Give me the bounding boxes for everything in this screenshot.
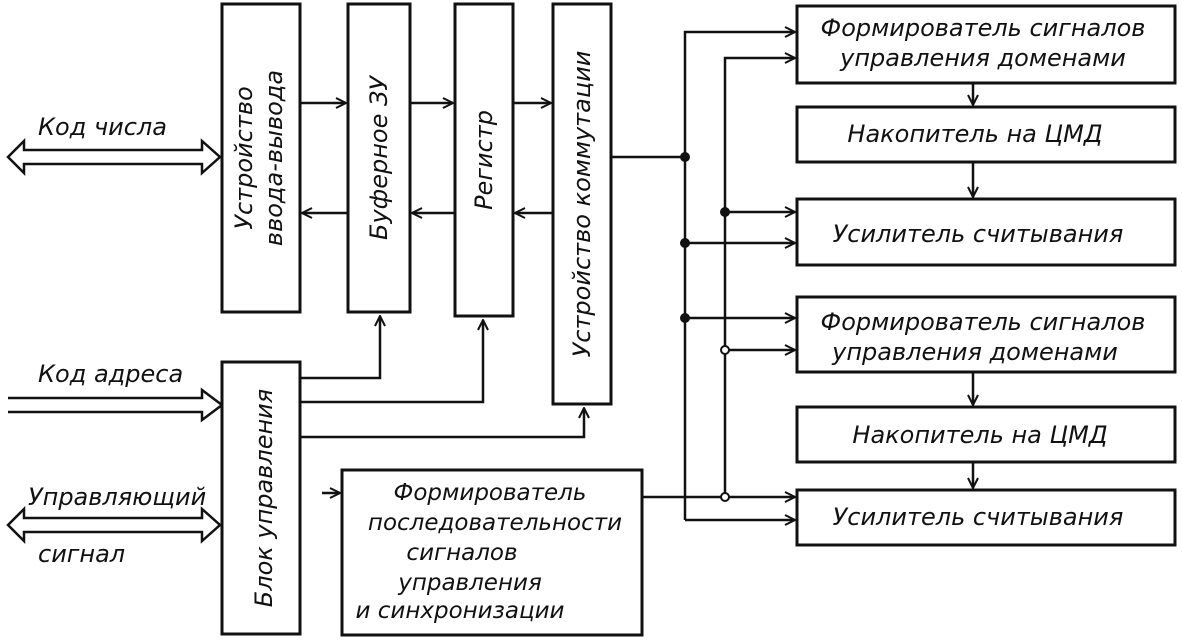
- domain-driver-1-label-line2: управления доменами: [839, 44, 1126, 72]
- junction-dot: [680, 313, 690, 323]
- sequencer-label-line3: сигналов: [406, 540, 517, 566]
- control-signal-bus-arrow: [6, 505, 222, 545]
- buffer-memory-label: Буферное ЗУ: [365, 75, 393, 240]
- sequencer-label-line2: последовательности: [368, 510, 622, 536]
- sense-amplifier-2-label: Усилитель считывания: [833, 503, 1124, 531]
- junction-dot: [680, 152, 690, 162]
- junction-dot: [720, 345, 730, 355]
- domain-driver-2-label-line1: Формирователь сигналов: [821, 308, 1146, 336]
- switching-device-box: [551, 2, 613, 406]
- sequencer-label-line4: управления: [397, 570, 542, 596]
- address-code-label: Код адреса: [38, 360, 183, 388]
- domain-driver-2-label-line2: управления доменами: [831, 338, 1118, 366]
- bubble-storage-box-1: [795, 105, 1177, 164]
- sense-amplifier-box-1: [795, 197, 1177, 267]
- io-device-box: [220, 2, 302, 314]
- number-code-label: Код числа: [38, 113, 167, 141]
- domain-driver-box-2: [795, 295, 1177, 374]
- buffer-memory-box: [346, 2, 412, 314]
- junction-dot: [720, 492, 730, 502]
- control-to-switch-wire: [300, 408, 584, 439]
- control-to-buffer-wire: [300, 316, 380, 380]
- number-code-bus-arrow: [6, 137, 222, 177]
- address-code-bus-arrow: [8, 387, 225, 423]
- io-device-label-line1: Устройство: [230, 86, 258, 229]
- domain-driver-1-label-line1: Формирователь сигналов: [821, 14, 1146, 42]
- bubble-storage-2-label: Накопитель на ЦМД: [852, 421, 1107, 449]
- control-signal-label-line2: сигнал: [38, 540, 125, 568]
- control-unit-label: Блок управления: [250, 389, 278, 607]
- register-box: [453, 2, 515, 318]
- junction-dot: [720, 207, 730, 217]
- switching-device-label: Устройство коммутации: [568, 51, 596, 358]
- junction-dot: [680, 238, 690, 248]
- sense-amplifier-box-2: [795, 488, 1177, 547]
- register-label: Регистр: [470, 110, 498, 210]
- sense-amplifier-1-label: Усилитель считывания: [833, 220, 1124, 248]
- control-unit-box: [220, 360, 302, 636]
- vertical-bus-1: [683, 32, 795, 520]
- domain-driver-box-1: [795, 4, 1177, 85]
- sequencer-label-line1: Формирователь: [394, 480, 587, 506]
- io-device-label-line2: ввода-вывода: [260, 70, 288, 246]
- bubble-storage-box-2: [795, 405, 1177, 464]
- control-to-register-wire: [300, 320, 483, 404]
- sequencer-box: [340, 468, 644, 637]
- control-signal-label-line1: Управляющий: [28, 483, 206, 511]
- vertical-bus-2: [723, 58, 795, 497]
- bubble-storage-1-label: Накопитель на ЦМД: [847, 120, 1102, 148]
- sequencer-label-line5: и синхронизации: [355, 598, 564, 624]
